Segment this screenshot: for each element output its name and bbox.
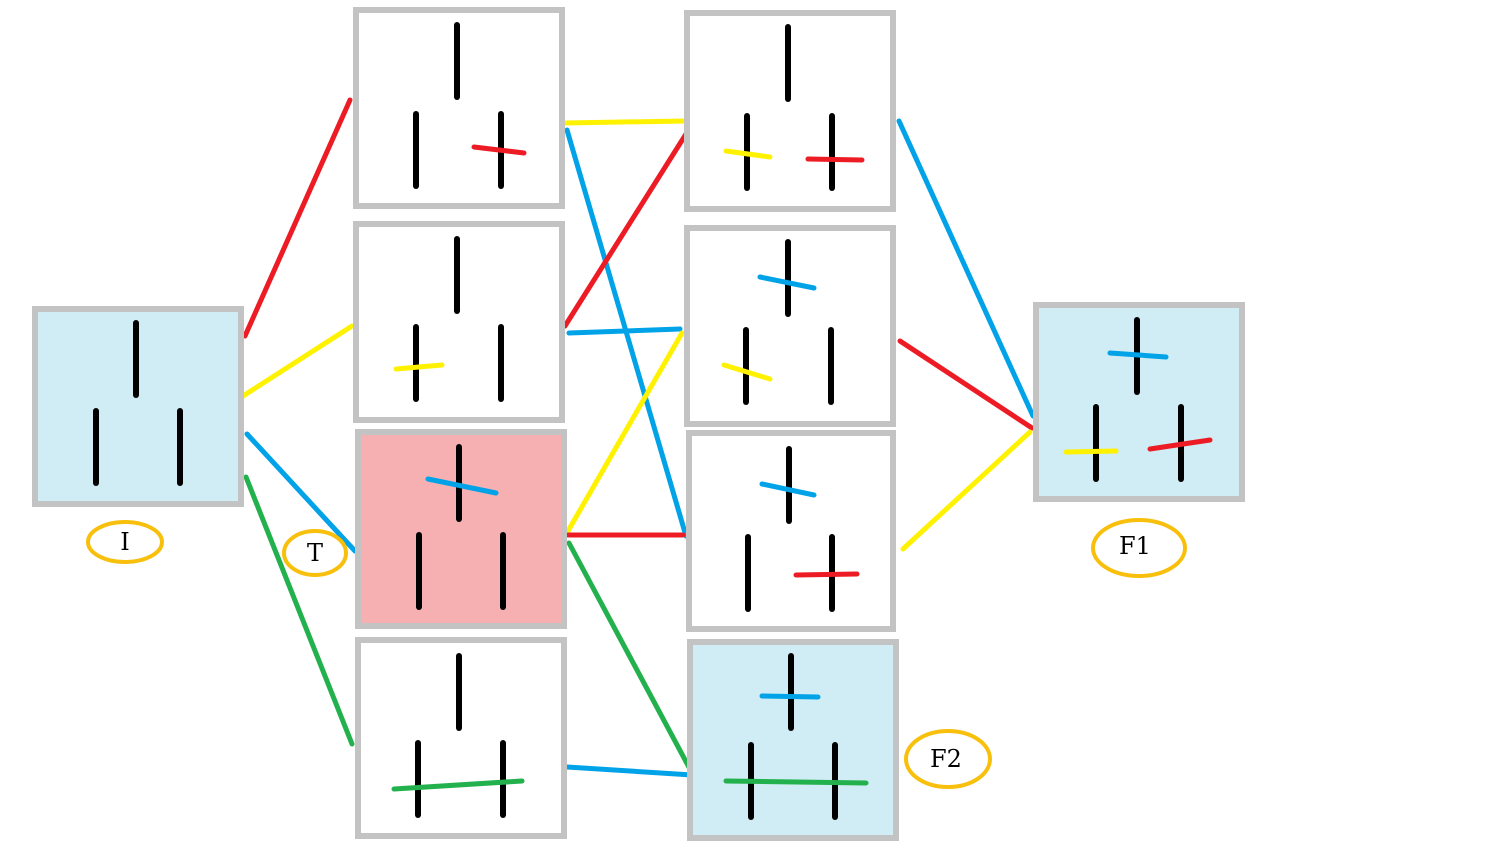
edge-red (897, 338, 1035, 431)
edge-blue (564, 764, 695, 778)
node-f (684, 225, 896, 427)
node-b (353, 221, 565, 423)
edge-green (566, 540, 694, 774)
edge-blue (244, 431, 358, 554)
node-e (684, 10, 896, 212)
node-final1 (1033, 302, 1245, 502)
label-target: T (282, 529, 348, 577)
node-d (355, 637, 567, 839)
node-final2 (687, 639, 899, 841)
node-g (686, 430, 896, 632)
edge-blue (566, 326, 683, 336)
label-final1-text: F1 (1119, 532, 1151, 560)
label-final1: F1 (1091, 518, 1187, 578)
node-a (353, 7, 565, 209)
label-initial-text: I (120, 528, 129, 556)
edge-blue (896, 118, 1036, 419)
edges (240, 97, 1036, 778)
edge-yellow (565, 330, 685, 534)
edge-red (242, 97, 353, 339)
node-initial (32, 306, 244, 507)
label-final2: F2 (904, 729, 992, 789)
edge-yellow (900, 429, 1033, 552)
label-initial: I (86, 520, 164, 564)
edge-red (562, 131, 689, 329)
edge-yellow (240, 323, 355, 399)
node-target (355, 429, 567, 629)
label-final2-text: F2 (930, 745, 962, 773)
edge-green (243, 474, 355, 747)
label-target-text: T (307, 539, 323, 567)
edge-yellow (561, 118, 688, 126)
